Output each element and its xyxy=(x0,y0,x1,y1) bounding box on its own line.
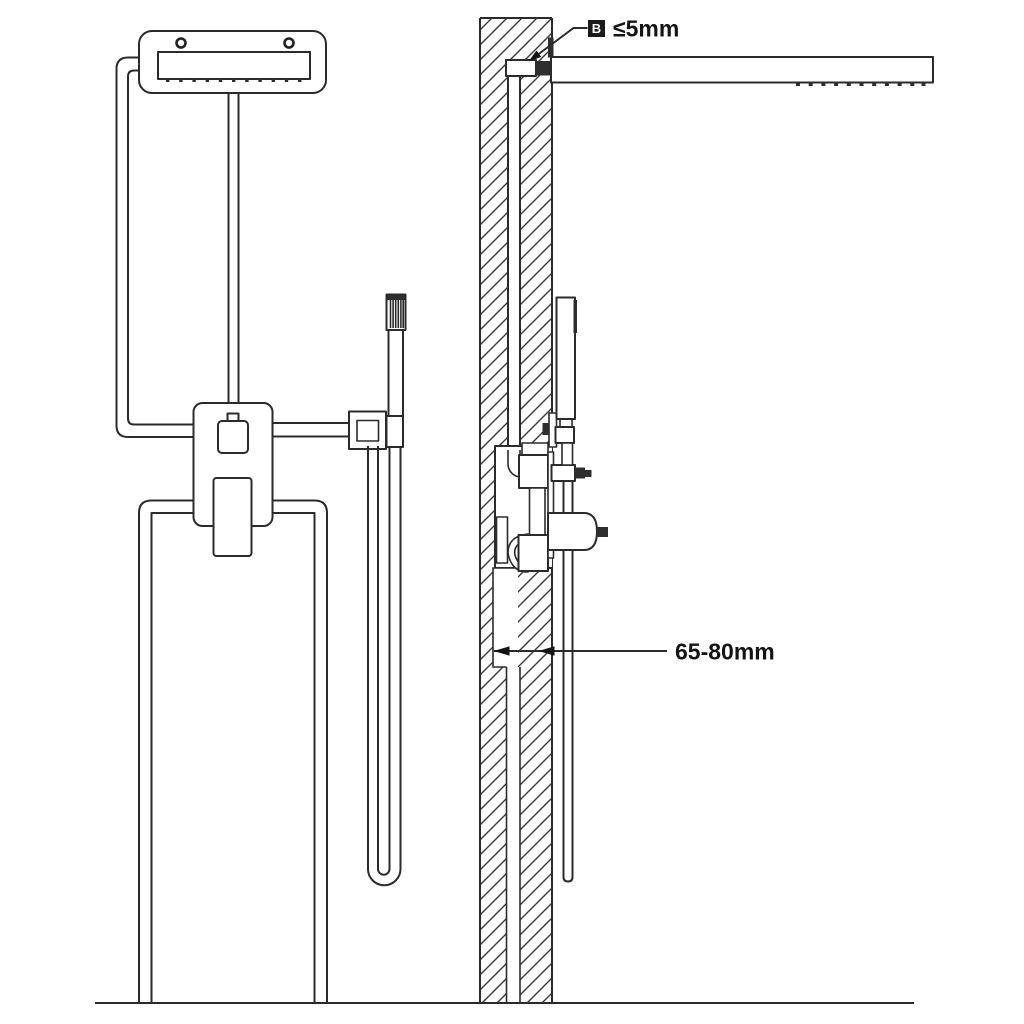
front-view xyxy=(115,30,407,1003)
overhead-shower-front xyxy=(138,30,327,94)
nozzle-row-side xyxy=(796,81,926,86)
valve-trim-plate xyxy=(547,451,555,559)
holder-side xyxy=(554,426,575,444)
overhead-arm xyxy=(550,56,934,84)
mixer-lever-front xyxy=(212,477,253,557)
union-nut xyxy=(536,61,551,76)
handshower-holder-front xyxy=(348,410,387,450)
leader-arrowhead xyxy=(528,50,542,62)
gap-annotation: B ≤5mm xyxy=(528,16,679,62)
riser-pipe-left xyxy=(115,56,194,438)
shower-hose-side xyxy=(562,481,574,883)
shower-arm-side xyxy=(505,37,934,86)
depth-value-text: 65-80mm xyxy=(675,639,775,665)
diverter-knob-front-body xyxy=(217,420,249,454)
badge-b xyxy=(588,20,605,37)
badge-b-label: B xyxy=(592,21,601,36)
dimension-arrow-left xyxy=(493,646,510,656)
hose-connector xyxy=(385,415,404,448)
mixer-valve-front xyxy=(192,402,274,557)
side-view xyxy=(479,17,934,1003)
diverter-outlet-side xyxy=(550,464,576,482)
hand-shower-side xyxy=(542,296,577,466)
hand-shower-handle xyxy=(387,328,404,418)
nozzle-row-front xyxy=(166,78,302,82)
screw-hole-left xyxy=(175,37,187,49)
mixer-valve-side xyxy=(495,442,608,573)
depth-dimension: 65-80mm xyxy=(493,639,775,665)
gap-value-text: ≤5mm xyxy=(613,16,679,42)
shower-head-stem xyxy=(227,93,240,404)
wall-gap-indicator xyxy=(548,37,554,58)
shower-column-panel xyxy=(138,499,328,1003)
in-wall-pipe xyxy=(507,62,521,446)
hand-shower-body-side xyxy=(555,296,576,420)
handshower-supply-pipe xyxy=(272,422,350,438)
screw-hole-right xyxy=(283,37,295,49)
hand-shower-front xyxy=(385,293,407,448)
shower-hose-front xyxy=(367,446,402,887)
dimension-arrow-right xyxy=(538,646,555,656)
hand-shower-spray-stripes xyxy=(389,300,405,328)
temperature-handle-side xyxy=(547,512,598,551)
